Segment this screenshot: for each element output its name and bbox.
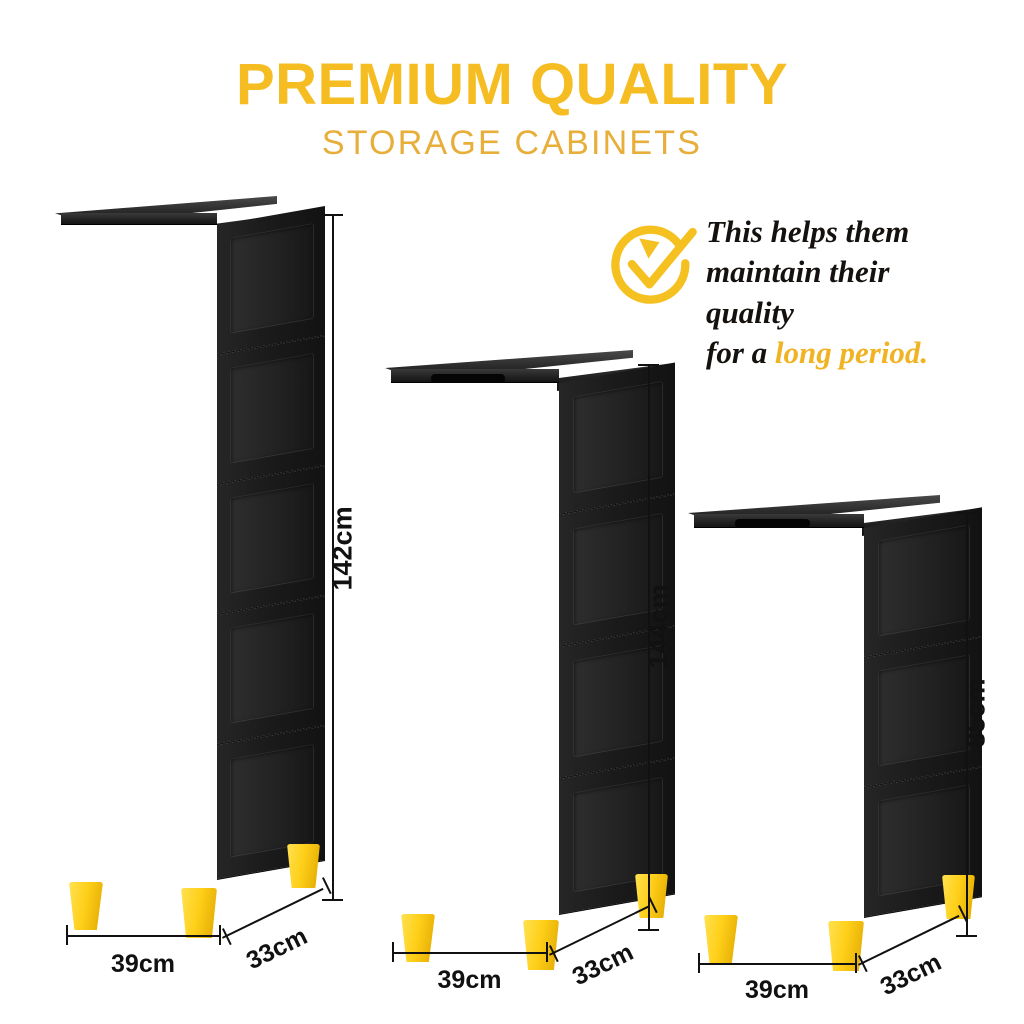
cabinet-foot bbox=[287, 844, 320, 888]
cabinet-foot bbox=[704, 915, 738, 963]
callout-line-4: for a long period. bbox=[706, 333, 1016, 373]
callout-line-3: quality bbox=[706, 294, 794, 330]
side-panel-inset bbox=[229, 743, 315, 858]
side-panel-inset bbox=[229, 223, 315, 334]
dimension-label-width: 39cm bbox=[111, 950, 175, 978]
cabinet-side-segment bbox=[217, 595, 325, 745]
side-panel-inset bbox=[229, 613, 315, 724]
cabinet-side-segment bbox=[217, 335, 325, 485]
cabinet-front-lid-rail bbox=[61, 213, 217, 225]
callout-text: This helps them maintain their quality f… bbox=[706, 212, 1016, 373]
cabinet-side-segment bbox=[559, 362, 675, 515]
page-title: PREMIUM QUALITY bbox=[235, 52, 789, 117]
cabinet-foot bbox=[635, 874, 668, 918]
dimension-label-height: 144cm bbox=[643, 584, 674, 669]
cabinet-front-lid-rail bbox=[391, 369, 559, 383]
page-subtitle: STORAGE CABINETS bbox=[321, 124, 703, 162]
side-panel-inset bbox=[878, 524, 971, 637]
side-panel-inset bbox=[229, 353, 315, 464]
cabinet-foot bbox=[942, 875, 975, 919]
cabinet-front-lid-rail bbox=[694, 514, 864, 528]
cabinet-side-face bbox=[217, 205, 325, 897]
check-circle-arrow-icon bbox=[608, 220, 700, 312]
dimension-label-depth: 33cm bbox=[568, 937, 638, 992]
cabinet-foot bbox=[828, 921, 864, 971]
header: PREMIUM QUALITY STORAGE CABINETS bbox=[0, 0, 1024, 162]
side-panel-inset bbox=[229, 483, 315, 594]
cabinet-front-face bbox=[694, 514, 864, 918]
cabinet-side-segment bbox=[864, 507, 982, 658]
callout-line-1: This helps them bbox=[706, 214, 910, 249]
lid-carry-slot bbox=[734, 518, 810, 528]
side-panel-inset bbox=[878, 654, 971, 767]
dimension-label-height: 85cm bbox=[960, 678, 991, 748]
lid-carry-slot bbox=[431, 373, 506, 383]
cabinet-side-segment bbox=[217, 465, 325, 615]
callout-line-4-prefix: for a bbox=[706, 334, 775, 370]
dimension-label-width: 39cm bbox=[745, 976, 809, 1004]
cabinet-front-face bbox=[391, 369, 559, 917]
cabinet-foot bbox=[523, 920, 559, 970]
cabinet-foot bbox=[181, 888, 217, 938]
dimension-label-height: 142cm bbox=[327, 506, 358, 591]
cabinet-foot bbox=[69, 882, 103, 930]
cabinet-foot bbox=[401, 914, 435, 962]
cabinet-side-segment bbox=[217, 205, 325, 355]
callout-highlight: long period. bbox=[774, 334, 929, 370]
dimension-label-depth: 33cm bbox=[876, 947, 946, 1002]
dimension-label-width: 39cm bbox=[437, 966, 502, 994]
cabinet-front-face bbox=[61, 213, 217, 885]
dimension-label-depth: 33cm bbox=[242, 921, 312, 976]
callout-line-2: maintain their bbox=[706, 254, 890, 290]
